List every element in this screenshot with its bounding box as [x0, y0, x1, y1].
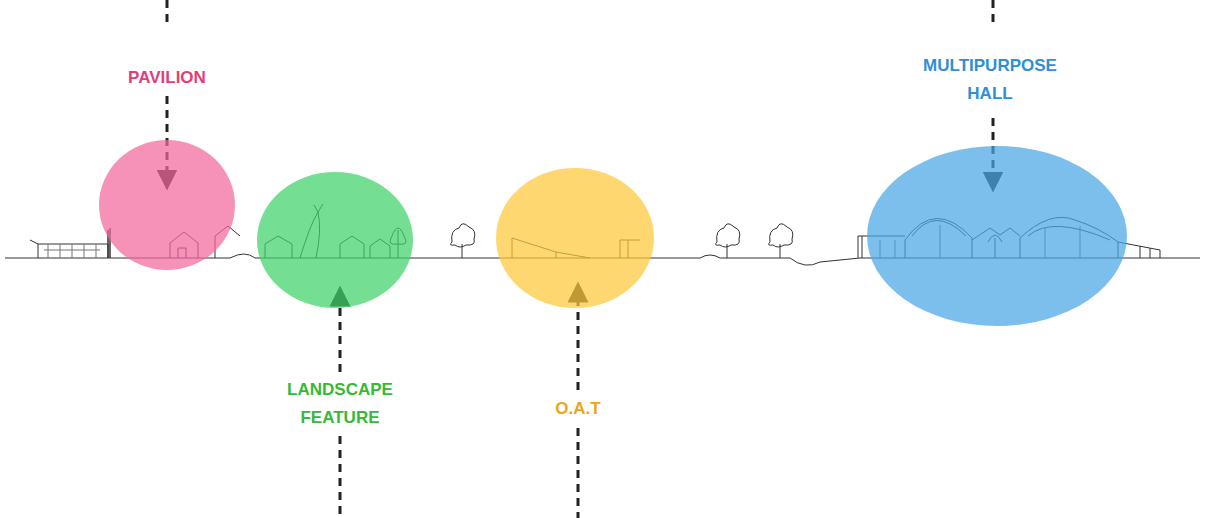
zone-ellipse [99, 140, 235, 270]
zone-ellipse [496, 168, 654, 308]
zone-ellipse [867, 146, 1127, 326]
zone-ellipse [99, 140, 235, 270]
hall-zone: MULTIPURPOSE HALL [867, 146, 1127, 326]
leader-line [577, 428, 580, 518]
leader-line [992, 0, 995, 22]
leader-line [166, 0, 169, 22]
zone-ellipse [867, 146, 1127, 326]
zone-label: LANDSCAPE FEATURE [275, 376, 405, 432]
landscape-zone: LANDSCAPE FEATURE [257, 172, 413, 308]
oat-zone: O.A.T [496, 168, 654, 308]
zone-ellipse [257, 172, 413, 308]
zone-label: PAVILION [128, 64, 206, 92]
zone-label: MULTIPURPOSE HALL [915, 52, 1065, 108]
leader-line [339, 436, 342, 518]
zone-ellipse [496, 168, 654, 308]
pavilion-zone: PAVILION [99, 140, 235, 270]
zone-ellipse [257, 172, 413, 308]
zone-label: O.A.T [555, 395, 600, 423]
